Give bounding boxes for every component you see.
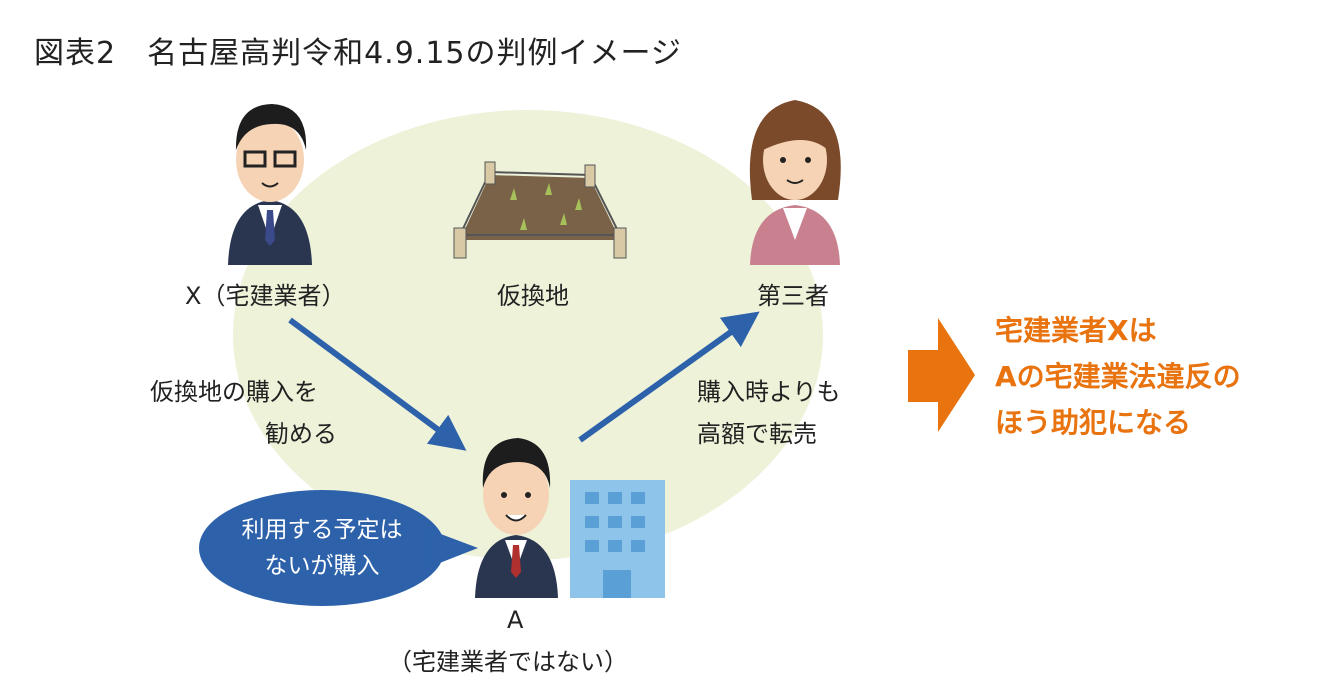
resale-label-2: 高額で転売 [697,420,817,448]
conclusion-line-3: ほう助犯になる [995,406,1192,439]
bubble-line-1: 利用する予定は [241,517,403,543]
page-title: 図表2 名古屋高判令和4.9.15の判例イメージ [34,36,682,71]
resale-label-1: 購入時よりも [697,378,841,406]
recommend-label-1: 仮換地の購入を [150,378,318,406]
person-third-party-icon [749,100,841,265]
resale-arrow [578,311,760,443]
a-sublabel: （宅建業者ではない） [388,648,628,676]
conclusion-arrow [908,318,975,432]
a-label: A [507,606,524,634]
bubble-line-2: ないが購入 [264,553,380,579]
recommend-arrow [288,317,467,451]
bubble-text: 利用する予定は ないが購入 [222,512,422,584]
recommend-label-2: 勧める [265,420,337,448]
person-a-icon [475,438,558,598]
land-plot-icon [453,161,627,259]
background-circle [233,110,823,560]
conclusion-line-2: Aの宅建業法違反の [995,360,1241,393]
land-label: 仮換地 [497,282,569,310]
building-icon [570,480,665,598]
x-label: X（宅建業者） [185,282,346,310]
conclusion-line-1: 宅建業者Xは [995,314,1157,347]
person-x-icon [228,104,312,265]
third-party-label: 第三者 [757,282,829,310]
speech-bubble [199,490,478,606]
conclusion-text: 宅建業者Xは Aの宅建業法違反の ほう助犯になる [995,308,1241,446]
